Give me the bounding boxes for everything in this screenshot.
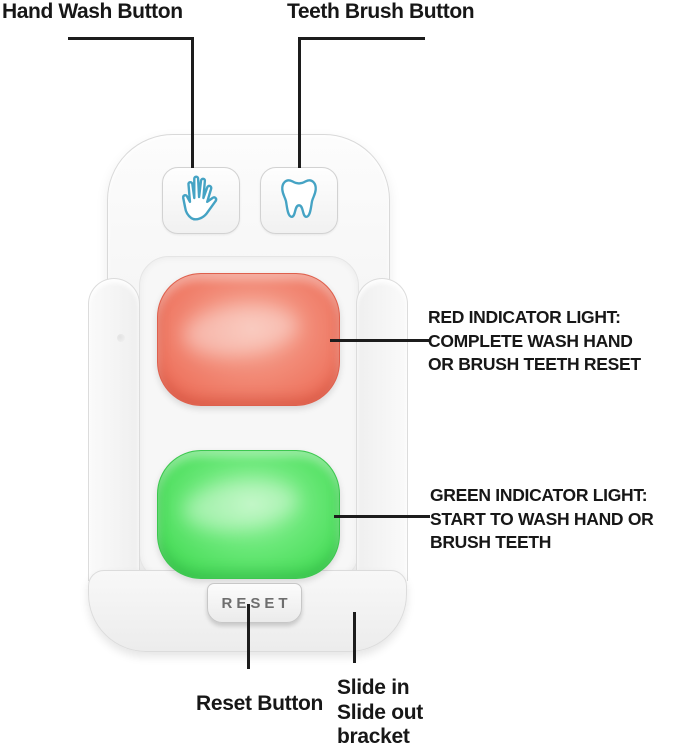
reset-leader (247, 604, 250, 669)
hand-icon-path (182, 175, 218, 221)
bracket-note-line-1: Slide in (337, 676, 410, 699)
hand-icon (177, 174, 225, 227)
teeth-brush-leader-h (298, 37, 425, 40)
green-light-leader (334, 515, 430, 518)
green-note-line-3: BRUSH TEETH (430, 532, 552, 552)
hand-wash-label: Hand Wash Button (2, 0, 183, 23)
reset-note: Reset Button (196, 692, 324, 715)
hand-wash-leader-v (191, 37, 194, 168)
red-note-line-1: RED INDICATOR LIGHT: (428, 307, 621, 327)
teeth-brush-button[interactable] (260, 167, 338, 234)
red-light-shine (180, 298, 302, 363)
green-light-shine (180, 474, 302, 537)
green-note-line-1: GREEN INDICATOR LIGHT: (430, 485, 648, 505)
bracket-leader (353, 612, 356, 663)
red-light-leader (330, 339, 430, 342)
tooth-icon (278, 174, 320, 227)
green-indicator-light (157, 450, 340, 579)
hand-wash-leader-h (68, 37, 194, 40)
bracket-left-arm (88, 278, 140, 581)
teeth-brush-label: Teeth Brush Button (287, 0, 475, 23)
red-light-note: RED INDICATOR LIGHT: COMPLETE WASH HAND … (428, 306, 641, 377)
bracket-note-line-3: bracket (337, 725, 410, 748)
red-note-line-3: OR BRUSH TEETH RESET (428, 354, 641, 374)
green-light-note: GREEN INDICATOR LIGHT: START TO WASH HAN… (430, 484, 654, 555)
green-note-line-2: START TO WASH HAND OR (430, 508, 654, 529)
reset-button-label: RESET (221, 594, 292, 612)
hand-wash-button[interactable] (162, 167, 240, 234)
tooth-icon-path (281, 179, 317, 218)
bracket-right-arm (356, 278, 408, 581)
bracket-dimple (117, 334, 125, 342)
bracket-note-line-2: Slide out (337, 700, 423, 724)
red-note-line-2: COMPLETE WASH HAND (428, 330, 633, 351)
teeth-brush-leader-v (298, 37, 301, 168)
bracket-note: Slide in Slide out bracket (337, 676, 423, 748)
red-indicator-light (157, 273, 340, 406)
reset-button[interactable]: RESET (207, 583, 302, 623)
